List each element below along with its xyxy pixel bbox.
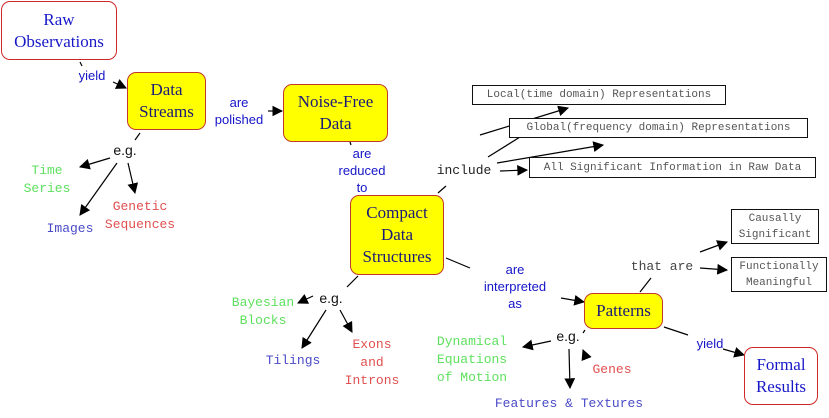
connector (349, 141, 352, 146)
connector (564, 348, 576, 390)
concept-compact-data-structures[interactable]: Compact Data Structures (350, 195, 444, 275)
link-eg-2: e.g. (319, 289, 343, 306)
connector (699, 240, 729, 253)
example-images: Images (46, 221, 94, 236)
box-local-representations[interactable]: Local(time domain) Representations (472, 85, 726, 105)
link-are-reduced-to: are reduced to (338, 145, 386, 195)
concept-data-streams[interactable]: Data Streams (127, 72, 206, 130)
example-tilings: Tilings (265, 353, 321, 368)
connector (127, 162, 139, 195)
connector (301, 309, 327, 349)
connector (487, 136, 521, 158)
connector (663, 326, 689, 336)
example-bayesian-blocks: Bayesian Blocks (231, 295, 295, 328)
connector (445, 257, 471, 269)
example-features-textures: Features & Textures (494, 396, 644, 411)
connector (722, 347, 746, 358)
box-global-representations[interactable]: Global(frequency domain) Representations (509, 118, 808, 138)
box-causally-significant[interactable]: Causally Significant (731, 209, 819, 244)
connector (699, 263, 729, 275)
example-exons-introns: Exons and Introns (344, 337, 400, 388)
connector (581, 348, 592, 362)
link-eg-1: e.g. (113, 141, 137, 158)
link-that-are: that are (630, 259, 694, 274)
connector (499, 164, 529, 176)
link-yield-1: yield (78, 67, 106, 83)
connector (112, 79, 127, 89)
example-time-series: Time Series (23, 163, 71, 196)
connector (339, 309, 353, 333)
connector (134, 132, 141, 141)
link-are-interpreted-as: are interpreted as (483, 261, 547, 311)
example-dynamical-equations: Dynamical Equations of Motion (436, 334, 508, 385)
connector (78, 157, 111, 170)
example-genetic-sequences: Genetic Sequences (104, 199, 176, 232)
connector (437, 185, 447, 194)
concept-patterns[interactable]: Patterns (584, 293, 663, 329)
connector (496, 141, 605, 164)
box-all-significant-information[interactable]: All Significant Information in Raw Data (529, 157, 816, 178)
link-include: include (436, 163, 492, 178)
concept-formal-results[interactable]: Formal Results (744, 347, 818, 405)
box-functionally-meaningful[interactable]: Functionally Meaningful (731, 257, 827, 292)
link-yield-2: yield (696, 335, 724, 351)
connector (582, 329, 586, 334)
connector (297, 293, 314, 304)
connector (79, 162, 118, 216)
link-are-polished: are polished (214, 95, 264, 127)
connector (639, 277, 652, 293)
connector (346, 275, 359, 288)
concept-raw-observations[interactable]: Raw Observations (1, 1, 117, 60)
example-genes: Genes (592, 362, 632, 377)
connector (79, 61, 83, 67)
concept-noise-free-data[interactable]: Noise-Free Data (283, 84, 388, 142)
connector (521, 339, 552, 351)
link-eg-3: e.g. (556, 327, 580, 344)
connector (560, 295, 586, 306)
